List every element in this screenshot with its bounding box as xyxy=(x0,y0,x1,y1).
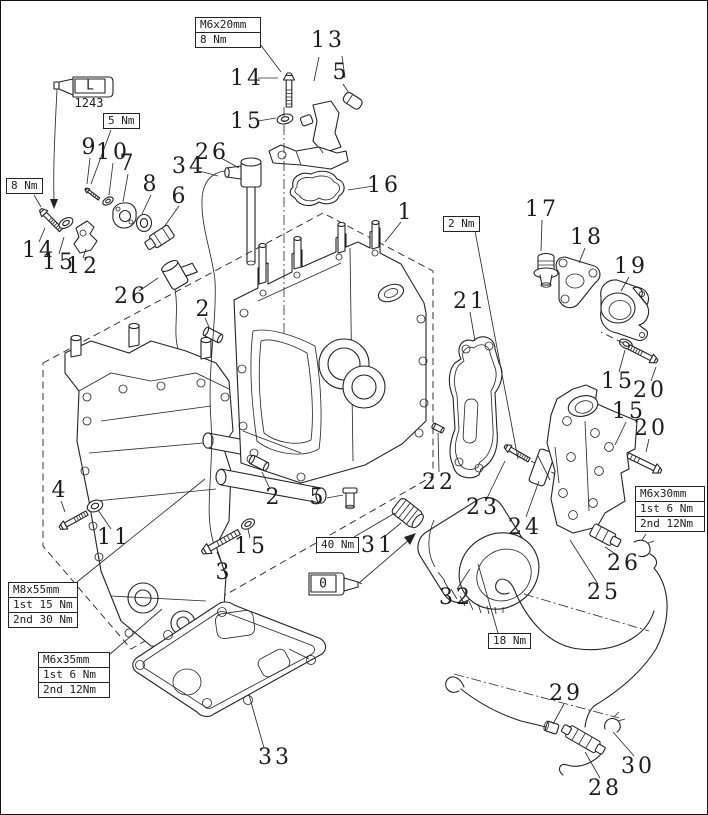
spec-line: 40 Nm xyxy=(321,538,355,551)
right-parts xyxy=(431,254,663,557)
callout-33: 33 xyxy=(258,745,292,770)
callout-30: 30 xyxy=(621,754,655,779)
spec-line: 1st 6 Nm xyxy=(39,667,109,682)
sealant-tube-icon xyxy=(54,77,113,97)
spec-line: 1st 6 Nm xyxy=(636,501,704,516)
callout-21: 21 xyxy=(453,289,487,314)
part-13-bracket-group xyxy=(269,73,364,205)
spec-line: 2 Nm xyxy=(448,217,475,230)
sealant-symbol-label: L xyxy=(86,78,94,94)
leader-lines xyxy=(34,44,656,778)
torque-box-m6x20: M6x20mm 8 Nm xyxy=(195,17,261,48)
torque-box-m6x35: M6x35mm 1st 6 Nm 2nd 12Nm xyxy=(38,652,110,698)
callout-20-a: 20 xyxy=(633,378,667,403)
oil-symbol-label: 0 xyxy=(319,576,327,592)
callout-28: 28 xyxy=(588,776,622,801)
bottom-left-hardware xyxy=(58,498,257,557)
callout-2-a: 2 xyxy=(195,297,213,322)
callout-14-b: 14 xyxy=(22,238,56,263)
oil-tube-icon xyxy=(309,573,362,595)
spec-line: 5 Nm xyxy=(108,114,135,127)
callout-18: 18 xyxy=(570,225,604,250)
spec-line: M6x20mm xyxy=(200,18,247,31)
torque-box-m8x55: M8x55mm 1st 15 Nm 2nd 30 Nm xyxy=(8,582,78,628)
phantom-outline xyxy=(43,213,433,649)
callout-22: 22 xyxy=(422,470,456,495)
part-32-oil-filter-group xyxy=(343,488,553,624)
torque-box-2nm: 2 Nm xyxy=(443,216,480,232)
torque-box-40nm: 40 Nm xyxy=(316,537,360,553)
callout-16: 16 xyxy=(367,173,401,198)
callout-26-a: 26 xyxy=(195,140,229,165)
left-small-parts xyxy=(38,187,175,253)
callout-9: 9 xyxy=(81,135,99,160)
part-26-elbow-fittings-and-hose-34 xyxy=(160,158,261,552)
spec-line: 8 Nm xyxy=(11,179,38,192)
spec-line: 2nd 30 Nm xyxy=(9,612,77,627)
callout-12: 12 xyxy=(66,254,100,279)
callout-15-d: 15 xyxy=(612,399,646,424)
callout-5-b: 5 xyxy=(309,485,327,510)
callout-1: 1 xyxy=(397,200,415,225)
torque-box-18nm: 18 Nm xyxy=(488,633,532,649)
callout-17: 17 xyxy=(525,197,559,222)
callout-5-a: 5 xyxy=(332,60,350,85)
callout-15-b: 15 xyxy=(42,250,76,275)
callout-11: 11 xyxy=(97,525,131,550)
torque-box-m6x30: M6x30mm 1st 6 Nm 2nd 12Nm xyxy=(635,486,705,532)
callout-3: 3 xyxy=(215,560,233,585)
callout-13: 13 xyxy=(311,28,345,53)
callout-19: 19 xyxy=(614,254,648,279)
callout-20-b: 20 xyxy=(634,416,668,441)
spec-line: 18 Nm xyxy=(493,634,527,647)
callout-7: 7 xyxy=(119,151,137,176)
spec-line: 1st 15 Nm xyxy=(9,597,77,612)
callout-10: 10 xyxy=(96,140,130,165)
callout-4: 4 xyxy=(51,478,69,503)
spec-line: 8 Nm xyxy=(196,32,260,47)
callout-15-e: 15 xyxy=(234,534,268,559)
callout-25: 25 xyxy=(587,580,621,605)
callout-26-b: 26 xyxy=(114,284,148,309)
callout-2-b: 2 xyxy=(265,485,283,510)
callout-26-c: 26 xyxy=(607,551,641,576)
torque-box-8nm: 8 Nm xyxy=(6,178,43,194)
torque-box-5nm: 5 Nm xyxy=(103,113,140,129)
callout-24: 24 xyxy=(508,515,542,540)
part-33-base-gasket xyxy=(133,602,326,716)
callout-6: 6 xyxy=(171,184,189,209)
spec-line: 2nd 12Nm xyxy=(636,516,704,531)
callout-32: 32 xyxy=(439,585,473,610)
callout-31: 31 xyxy=(361,533,395,558)
hose-routing-group xyxy=(446,554,667,775)
sealant-code: 1243 xyxy=(74,96,104,110)
spec-line: 2nd 12Nm xyxy=(39,682,109,697)
spec-line: M8x55mm xyxy=(13,583,60,596)
callout-15-c: 15 xyxy=(601,369,635,394)
callout-14-a: 14 xyxy=(230,66,264,91)
callout-34: 34 xyxy=(172,154,206,179)
callout-23: 23 xyxy=(466,495,500,520)
spec-line: M6x30mm xyxy=(640,487,687,500)
callout-15-a: 15 xyxy=(230,109,264,134)
spec-line: M6x35mm xyxy=(43,653,90,666)
callout-29: 29 xyxy=(549,681,583,706)
callout-8: 8 xyxy=(142,172,160,197)
